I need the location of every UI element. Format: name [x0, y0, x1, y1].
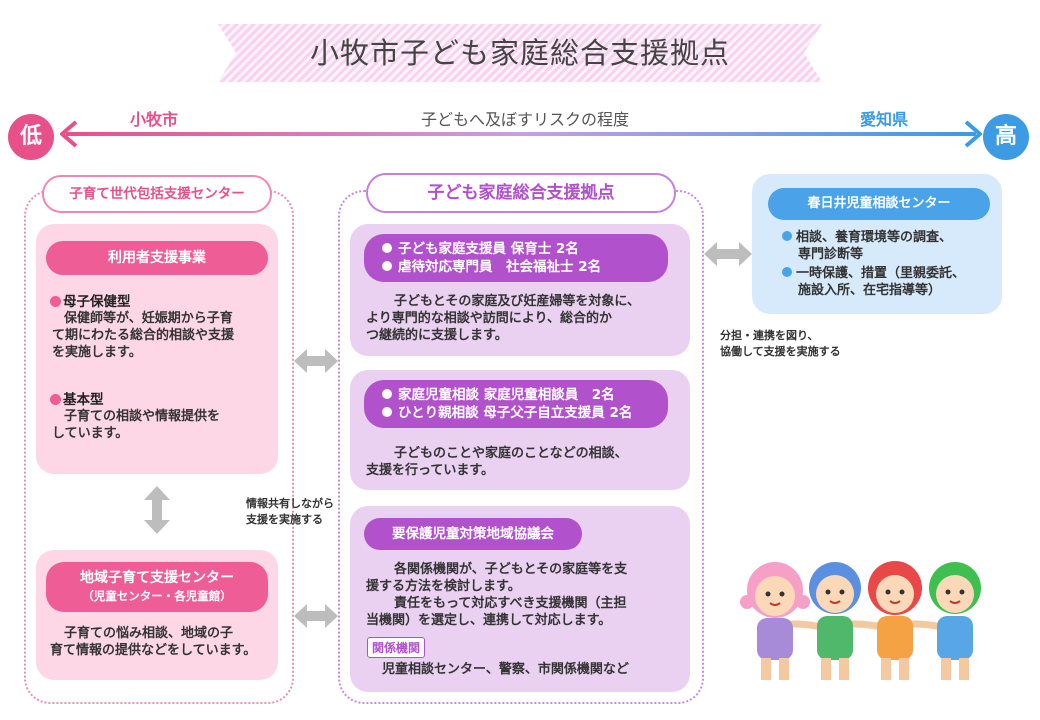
text-line: 当機関）を選定し、連携して対応します。: [366, 613, 612, 628]
text-line: 各関係機関が、子どもとその家庭等を支: [394, 562, 628, 577]
item-text: 一時保護、措置（里親委託、: [796, 266, 966, 281]
bullet-dot-icon: [782, 231, 792, 241]
text-line: 援する方法を検討します。: [366, 579, 521, 594]
type-kihon-heading: 基本型: [50, 388, 104, 408]
bullet-dot-icon: [382, 389, 392, 399]
share-note: 情報共有しながら 支援を実施する: [246, 496, 334, 528]
chiiki-subtitle: （児童センター・各児童館）: [82, 589, 232, 603]
left-column-header: 子育て世代包括支援センター: [42, 175, 272, 213]
high-risk-circle: 高: [983, 114, 1029, 160]
child-figure-4: [929, 562, 981, 680]
staff-text: ひとり親相談 母子父子自立支援員 2名: [398, 405, 633, 421]
staff-line: 子ども家庭支援員 保育士 2名: [382, 240, 668, 258]
children-illustration: [740, 561, 981, 680]
note-line: 分担・連携を図り、: [720, 329, 819, 342]
staff-line: ひとり親相談 母子父子自立支援員 2名: [382, 404, 668, 422]
horizontal-double-arrow-icon: [294, 604, 338, 628]
vertical-double-arrow-icon: [144, 486, 170, 534]
staff-text: 虐待対応専門員 社会福祉士 2名: [398, 259, 602, 275]
child-figure-1: [740, 562, 810, 680]
note-line: 情報共有しながら: [246, 497, 334, 510]
note-line: 協働して支援を実施する: [720, 345, 841, 358]
scale-left-label: 小牧市: [130, 110, 179, 129]
cooperation-note: 分担・連携を図り、 協働して支援を実施する: [720, 328, 841, 360]
bullet-dot-icon: [50, 394, 61, 405]
staff-pill-1: 子ども家庭支援員 保育士 2名 虐待対応専門員 社会福祉士 2名: [364, 234, 668, 282]
text-line: 子どものことや家庭のことなどの相談、: [394, 446, 628, 461]
kasugai-center-title: 春日井児童相談センター: [768, 188, 990, 220]
page-title: 小牧市子ども家庭総合支援拠点: [309, 36, 730, 70]
council-title: 要保護児童対策地域協議会: [364, 518, 582, 550]
type-kihon-name: 基本型: [63, 392, 104, 408]
text-line: 専門診断等: [798, 247, 864, 262]
staff-line: 虐待対応専門員 社会福祉士 2名: [382, 258, 668, 276]
type-boshi-name: 母子保健型: [63, 294, 131, 310]
middle-column-header: 子ども家庭総合支援拠点: [366, 173, 676, 213]
chiiki-text: 子育ての悩み相談、地域の子 育て情報の提供などをしています。: [50, 625, 274, 659]
staff-text: 家庭児童相談 家庭児童相談員 2名: [398, 387, 615, 403]
support-base-text-2: 子どものことや家庭のことなどの相談、 支援を行っています。: [366, 445, 686, 479]
staff-pill-2: 家庭児童相談 家庭児童相談員 2名 ひとり親相談 母子父子自立支援員 2名: [364, 380, 668, 428]
text-line: 育て情報の提供などをしています。: [50, 643, 257, 658]
type-boshi-heading: 母子保健型: [50, 290, 131, 310]
chiiki-title-text: 地域子育て支援センター: [80, 570, 234, 586]
council-text: 各関係機関が、子どもとその家庭等を支 援する方法を検討します。 責任をもって対応…: [366, 561, 686, 629]
child-figure-2: [809, 562, 861, 680]
text-line: 子育ての悩み相談、地域の子: [64, 626, 234, 641]
bullet-dot-icon: [382, 407, 392, 417]
type-kihon-text: 子育ての相談や情報提供を しています。: [52, 408, 272, 442]
title-banner: [218, 24, 822, 82]
horizontal-double-arrow-icon: [704, 242, 752, 266]
risk-scale-arrow: [60, 120, 982, 148]
text-line: 子どもとその家庭及び妊産婦等を対象に、: [394, 294, 640, 309]
text-line: 保健師等が、妊娠期から子育: [64, 311, 233, 326]
staff-text: 子ども家庭支援員 保育士 2名: [398, 241, 579, 257]
support-base-text-1: 子どもとその家庭及び妊産婦等を対象に、 より専門的な相談や訪問により、総合的か …: [366, 293, 686, 344]
user-support-title: 利用者支援事業: [46, 241, 268, 275]
scale-right-label: 愛知県: [860, 110, 909, 129]
staff-line: 家庭児童相談 家庭児童相談員 2名: [382, 386, 668, 404]
text-line: 一時保護、措置（里親委託、: [782, 265, 996, 282]
related-agencies-list: 児童相談センター、警察、市関係機関など: [382, 662, 629, 677]
text-line: 施設入所、在宅指導等）: [798, 283, 942, 298]
text-line: つ継続的に支援します。: [366, 328, 508, 343]
type-boshi-text: 保健師等が、妊娠期から子育 て期にわたる総合的相談や支援 を実施します。: [52, 310, 272, 361]
bullet-dot-icon: [50, 296, 61, 307]
text-line: 支援を行っています。: [366, 463, 495, 478]
text-line: を実施します。: [52, 345, 142, 360]
child-figure-3: [868, 561, 922, 680]
chiiki-support-title: 地域子育て支援センター （児童センター・各児童館）: [46, 562, 268, 612]
text-line: しています。: [52, 426, 129, 441]
note-line: 支援を実施する: [246, 513, 323, 526]
text-line: 子育ての相談や情報提供を: [64, 409, 221, 424]
bullet-dot-icon: [382, 261, 392, 271]
item-text: 相談、養育環境等の調査、: [796, 230, 953, 245]
low-risk-circle: 低: [8, 114, 54, 160]
text-line: より専門的な相談や訪問により、総合的か: [366, 311, 612, 326]
related-agencies-tag: 関係機関: [367, 637, 426, 658]
kasugai-item-2: 一時保護、措置（里親委託、 施設入所、在宅指導等）: [782, 265, 996, 299]
horizontal-double-arrow-icon: [294, 349, 338, 373]
scale-center-label: 子どもへ及ぼすリスクの程度: [420, 110, 629, 129]
text-line: 責任をもって対応すべき支援機関（主担: [394, 596, 627, 611]
kasugai-item-1: 相談、養育環境等の調査、 専門診断等: [782, 229, 996, 263]
text-line: 相談、養育環境等の調査、: [782, 229, 996, 246]
bullet-dot-icon: [382, 243, 392, 253]
bullet-dot-icon: [782, 267, 792, 277]
text-line: て期にわたる総合的相談や支援: [52, 328, 235, 343]
